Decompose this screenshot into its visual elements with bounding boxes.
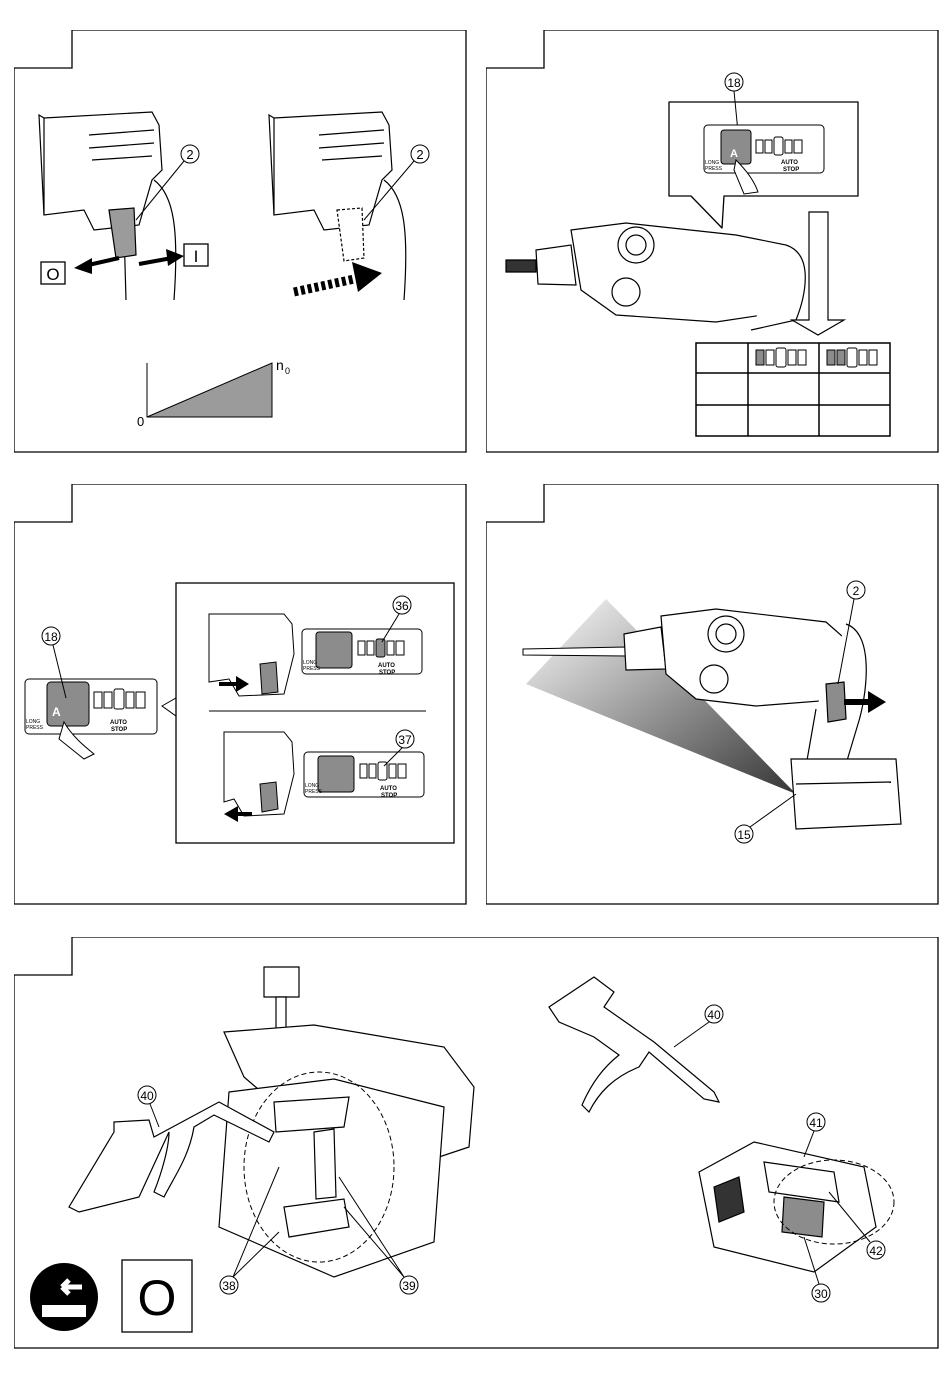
bottom-stop: STOP <box>381 793 397 799</box>
drill-bit <box>523 647 626 656</box>
top-auto: AUTO <box>378 663 395 669</box>
top-stop: STOP <box>379 670 395 676</box>
main-stop: STOP <box>111 727 127 733</box>
figure-trigger-switch: O I 2 2 0 n 0 <box>14 30 467 453</box>
callout-2-right: 2 <box>416 147 423 162</box>
callout-38: 38 <box>222 1279 236 1293</box>
stop-label: STOP <box>783 167 799 173</box>
air-blower-right <box>549 977 719 1112</box>
tool-handle-right <box>269 112 406 300</box>
press-label: PRESS <box>705 166 723 172</box>
callout-2: 2 <box>853 584 860 598</box>
table-header-icons <box>756 348 877 367</box>
speed-max: n <box>276 357 284 373</box>
figure-mode-display: 18 A LONG PRESS AUTO STOP <box>486 30 939 453</box>
tool-inverted <box>219 967 474 1277</box>
callout-42: 42 <box>869 1244 883 1258</box>
auto-label: AUTO <box>781 160 798 166</box>
figure-work-light: 2 15 <box>486 484 939 905</box>
callout-37: 37 <box>398 733 412 747</box>
main-auto: AUTO <box>110 720 127 726</box>
top-press: PRESS <box>303 666 321 672</box>
speed-zero: 0 <box>137 414 144 429</box>
off-label: O <box>46 265 59 284</box>
callout-18-main: 18 <box>44 630 58 644</box>
callout-18: 18 <box>727 76 741 90</box>
on-label: I <box>194 247 199 266</box>
arrow-pressed <box>294 262 382 292</box>
trigger-right <box>337 208 364 261</box>
off-symbol: O <box>138 1270 177 1326</box>
bottom-auto: AUTO <box>380 786 397 792</box>
callout-41: 41 <box>809 1116 823 1130</box>
mode-letter: A <box>730 148 738 160</box>
callout-36: 36 <box>395 599 409 613</box>
callout-40-right: 40 <box>707 1008 721 1022</box>
hammer-drill <box>506 223 805 330</box>
callout-15: 15 <box>737 828 751 842</box>
bottom-press: PRESS <box>305 789 323 795</box>
figure-auto-stop: A LONG PRESS AUTO STOP 18 AUTO STOP LONG… <box>14 484 467 905</box>
arrow-off <box>74 258 119 274</box>
speed-max-sub: 0 <box>285 366 290 376</box>
remove-battery-icon <box>30 1263 98 1331</box>
speed-graph: 0 n 0 <box>137 357 290 429</box>
callout-30: 30 <box>814 1287 828 1301</box>
callout-2-left: 2 <box>186 147 193 162</box>
main-press: PRESS <box>26 725 44 731</box>
callout-40-left: 40 <box>140 1089 154 1103</box>
main-mode-letter: A <box>52 705 61 719</box>
tool-bottom <box>224 732 294 816</box>
callout-39: 39 <box>402 1279 416 1293</box>
trigger-left <box>109 208 136 258</box>
figure-cleaning: 40 38 39 O 40 41 42 30 <box>14 937 939 1349</box>
arrow-on <box>139 249 184 266</box>
